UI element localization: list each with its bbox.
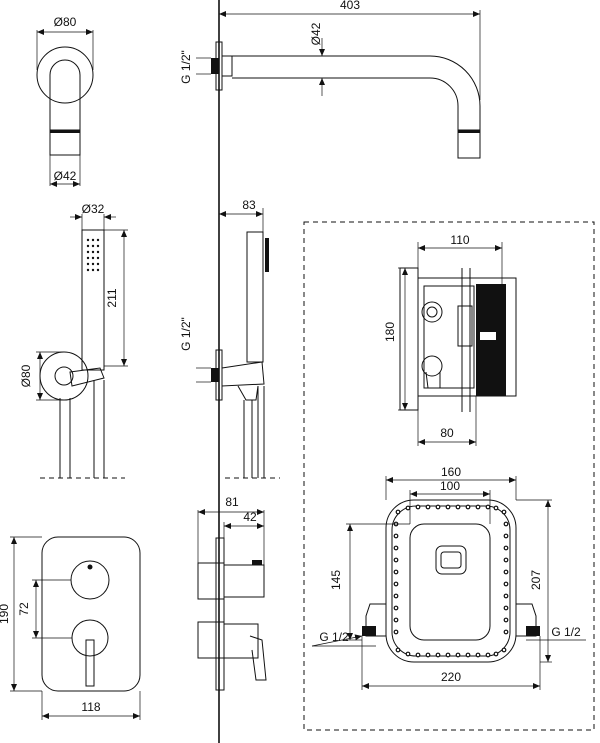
dim-83: 83 bbox=[242, 198, 256, 212]
dim-100: 100 bbox=[440, 479, 460, 493]
dim-d80-top: Ø80 bbox=[54, 15, 77, 29]
label-g12-spout: G 1/2" bbox=[179, 50, 193, 84]
mixer-side: 81 42 bbox=[197, 495, 267, 691]
dim-72: 72 bbox=[17, 602, 31, 616]
dim-190: 190 bbox=[0, 604, 11, 624]
label-g12-shower: G 1/2" bbox=[179, 317, 193, 351]
dim-118: 118 bbox=[81, 700, 100, 714]
label-g12-right: G 1/2 bbox=[551, 625, 581, 639]
dim-160: 160 bbox=[441, 465, 461, 479]
dim-145: 145 bbox=[329, 570, 343, 590]
concealed-body-front: 160 100 145 207 G 1/2 G 1/2 220 bbox=[311, 465, 586, 690]
spout-side-view: 403 Ø42 G 1/2" bbox=[179, 0, 481, 159]
spout-top-view: Ø80 Ø42 bbox=[36, 15, 94, 187]
dim-220: 220 bbox=[441, 670, 461, 684]
mounting-holes bbox=[393, 504, 509, 658]
dim-d42-spout: Ø42 bbox=[309, 22, 323, 45]
dim-d32: Ø32 bbox=[82, 202, 105, 216]
mixer-front: 190 72 118 bbox=[0, 536, 141, 720]
label-g12-left: G 1/2 bbox=[319, 630, 349, 644]
concealed-body-side: 110 180 80 bbox=[383, 233, 517, 446]
dim-110: 110 bbox=[450, 233, 469, 247]
dim-207: 207 bbox=[529, 570, 543, 590]
dim-180: 180 bbox=[383, 322, 397, 342]
dim-d80-holder: Ø80 bbox=[19, 364, 33, 387]
dim-d42-top: Ø42 bbox=[54, 169, 77, 183]
shower-nozzles bbox=[86, 238, 100, 272]
dim-42-knob: 42 bbox=[243, 510, 257, 524]
dim-403: 403 bbox=[340, 0, 360, 12]
hand-shower-side: 83 G 1/2" bbox=[179, 198, 280, 479]
concealed-body-frame bbox=[303, 221, 595, 731]
dim-211: 211 bbox=[105, 288, 119, 307]
dim-80: 80 bbox=[440, 426, 454, 440]
dim-81: 81 bbox=[225, 495, 239, 509]
hand-shower-front: Ø32 211 Ø80 bbox=[19, 202, 128, 479]
